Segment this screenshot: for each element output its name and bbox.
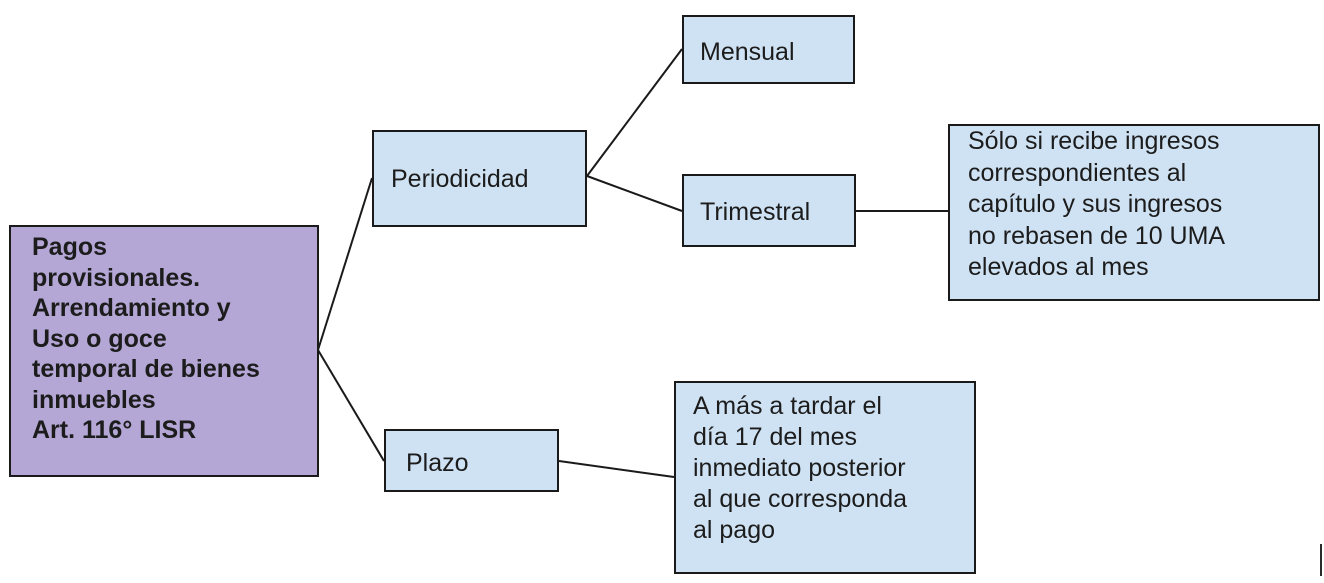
periodicidad-node: Periodicidad <box>372 130 587 227</box>
mensual-node: Mensual <box>682 15 855 84</box>
connector-root-plazo <box>317 349 385 462</box>
connector-plazo-detalle <box>558 460 675 478</box>
periodicidad-node-label: Periodicidad <box>391 165 529 193</box>
plazo-node-label: Plazo <box>406 449 469 477</box>
root-node: Pagos provisionales. Arrendamiento y Uso… <box>9 225 319 477</box>
connector-periodicidad-trimestral <box>586 175 683 212</box>
trimestral-node: Trimestral <box>682 174 856 247</box>
root-node-text: Pagos provisionales. Arrendamiento y Uso… <box>32 233 260 444</box>
connector-root-periodicidad <box>317 177 373 351</box>
plazo-detail-text: A más a tardar el día 17 del mes inmedia… <box>693 392 908 544</box>
connector-periodicidad-mensual <box>586 48 683 177</box>
trimestral-condition-node: Sólo si recibe ingresos correspondientes… <box>948 124 1320 301</box>
trimestral-node-label: Trimestral <box>700 198 811 226</box>
plazo-detail-node: A más a tardar el día 17 del mes inmedia… <box>674 381 976 574</box>
mensual-node-label: Mensual <box>700 38 795 66</box>
plazo-node: Plazo <box>384 429 559 492</box>
text-cursor-mark <box>1320 544 1322 576</box>
trimestral-condition-text: Sólo si recibe ingresos correspondientes… <box>968 127 1226 281</box>
